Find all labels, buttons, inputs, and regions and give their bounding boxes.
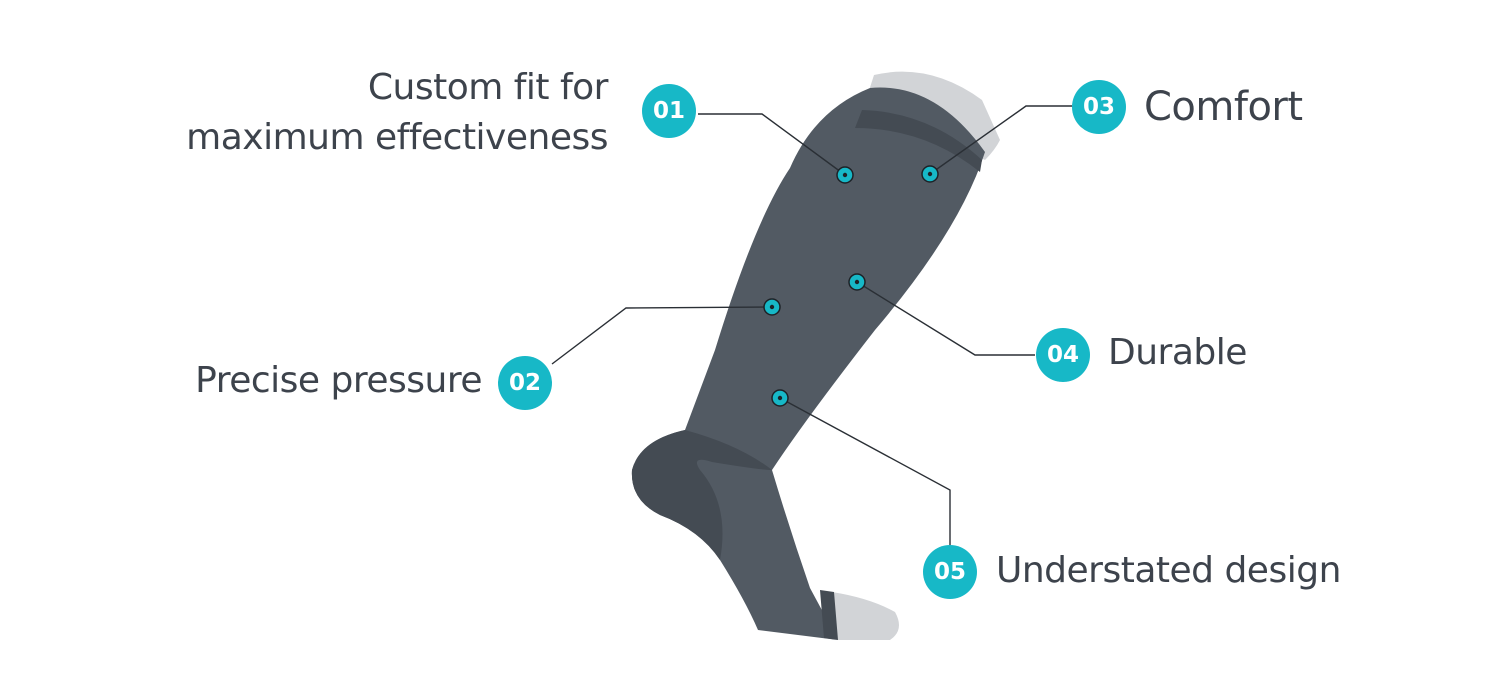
leader-line-04 <box>856 281 1035 356</box>
sock-heel <box>631 430 772 560</box>
sock-body <box>631 87 985 641</box>
sock-toe-band <box>820 590 838 640</box>
sock-top-band <box>855 110 982 172</box>
badge-04: 04 <box>1036 328 1090 382</box>
badge-05: 05 <box>923 545 977 599</box>
marker-03 <box>921 165 939 183</box>
marker-01 <box>836 166 854 184</box>
leader-line-01 <box>698 113 846 176</box>
label-02: Precise pressure <box>195 360 482 401</box>
label-05: Understated design <box>996 550 1341 591</box>
badge-02: 02 <box>498 356 552 410</box>
label-01: Custom fit for maximum effectiveness <box>186 63 608 163</box>
label-03: Comfort <box>1144 84 1303 130</box>
marker-05 <box>771 389 789 407</box>
label-01-line-2: maximum effectiveness <box>186 117 608 158</box>
marker-02 <box>763 298 781 316</box>
leader-line-03 <box>929 105 1072 175</box>
badge-03: 03 <box>1072 80 1126 134</box>
marker-04 <box>848 273 866 291</box>
leader-line-05 <box>779 397 951 545</box>
badge-01: 01 <box>642 84 696 138</box>
leader-line-02 <box>551 306 773 365</box>
label-01-line-1: Custom fit for <box>367 67 609 108</box>
label-04: Durable <box>1108 332 1247 373</box>
sock-toe <box>832 592 899 640</box>
